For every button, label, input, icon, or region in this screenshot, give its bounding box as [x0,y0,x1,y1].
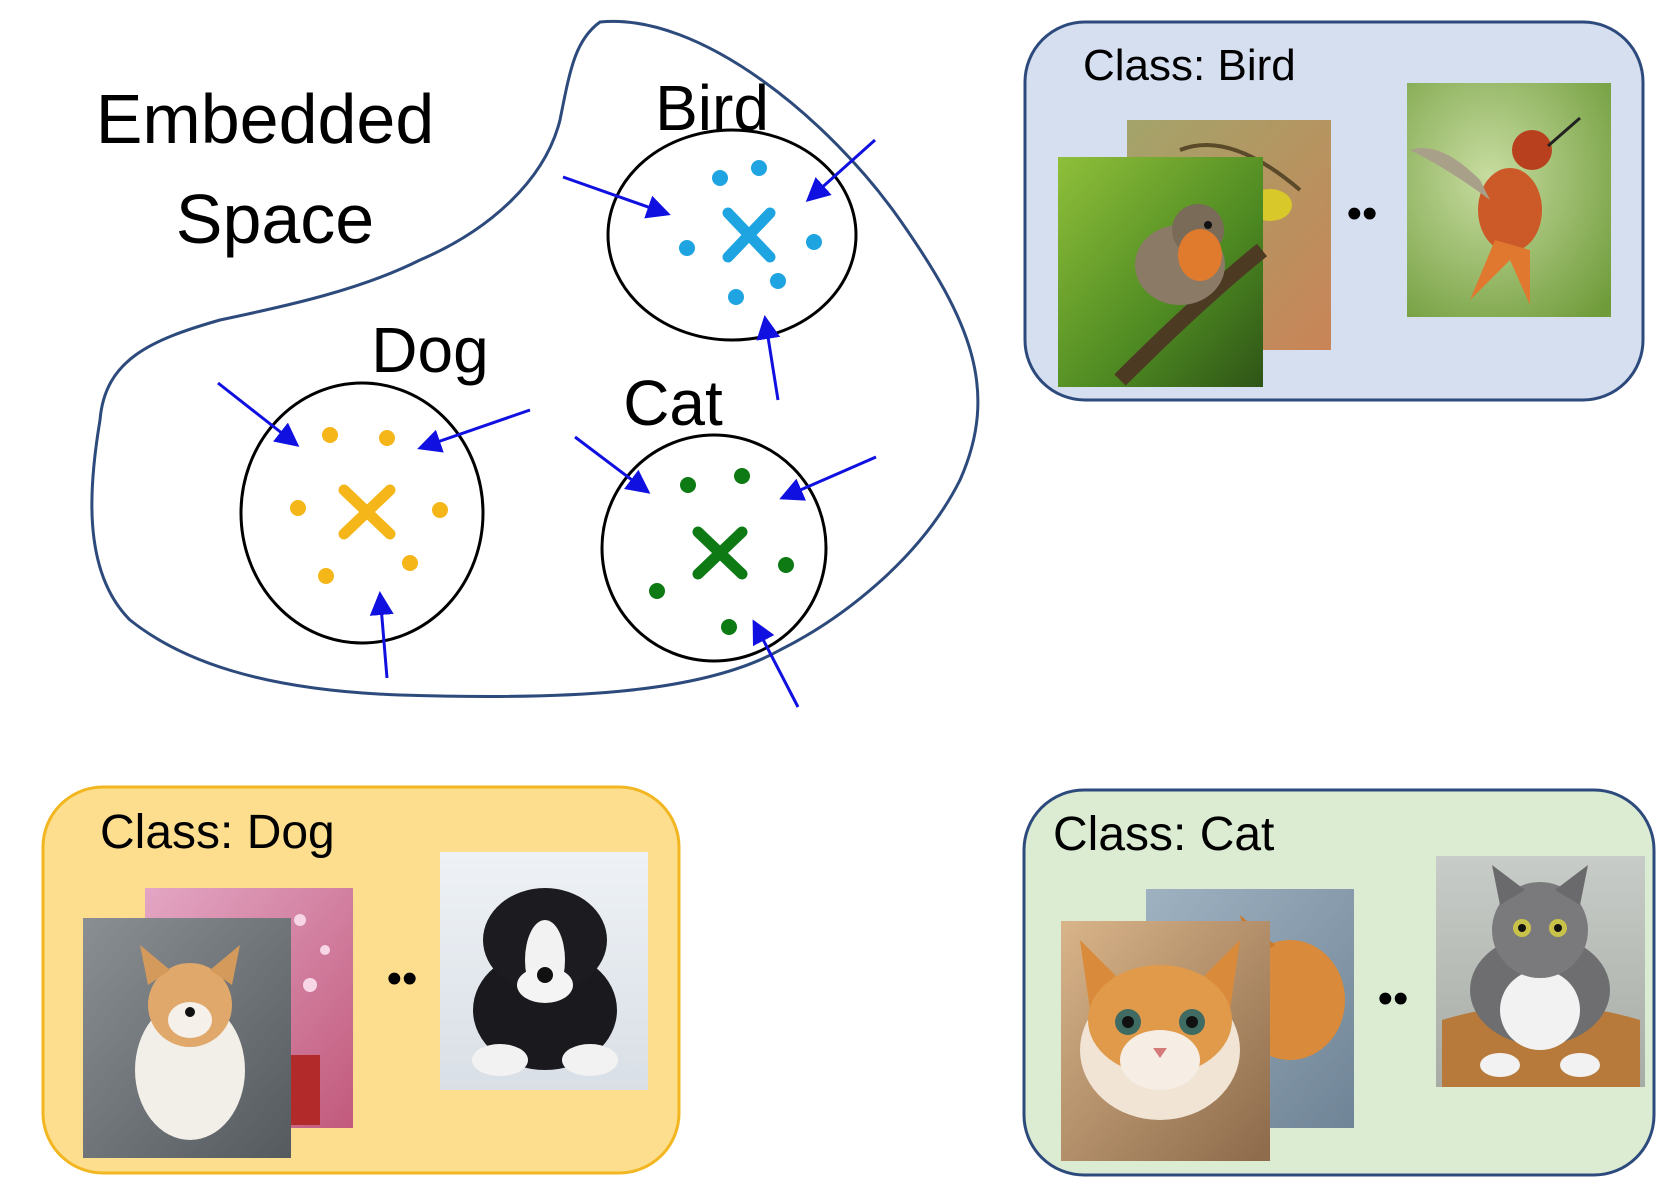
class-panel-dog-label: Class: Dog [100,806,335,859]
dog-point [379,430,395,446]
cat-cluster-label: Cat [623,367,723,439]
hummingbird-photo [1407,83,1611,317]
cat-point [734,468,750,484]
class-panel-cat: Class: Cat •• [1022,788,1656,1177]
cat-point [778,557,794,573]
class-panel-bird-label: Class: Bird [1083,41,1296,90]
bird-point [806,234,822,250]
arrow-icon [217,381,300,447]
bird-cluster-boundary [606,128,858,342]
kitten-photo [1061,921,1270,1161]
bird-cluster-points [679,160,822,305]
dog-centroid-x-icon [338,484,396,540]
arrow-icon [562,175,671,219]
embedded-space-title-line2: Space [176,180,374,258]
bird-ellipsis-icon: •• [1347,189,1378,238]
bird-point [679,240,695,256]
dog-cluster: Dog [239,314,489,645]
cat-cluster-boundary [600,433,828,663]
dog-point [318,568,334,584]
dog-point [432,502,448,518]
arrow-icon [574,435,651,494]
dog-point [290,500,306,516]
tabby-cat-basket-photo [1436,856,1645,1087]
corgi-photo [83,918,291,1158]
bird-point [770,273,786,289]
cat-ellipsis-icon: •• [1378,974,1409,1023]
bird-point [751,160,767,176]
class-panel-dog: Class: Dog •• [41,785,681,1175]
bird-cluster: Bird [606,72,858,342]
dog-cluster-boundary [239,381,485,645]
cat-point [649,583,665,599]
arrow-icon [756,315,781,401]
class-panel-cat-label: Class: Cat [1053,808,1274,861]
bird-centroid-x-icon [722,207,776,263]
arrow-icon [805,138,877,203]
embedded-space-title-line1: Embedded [96,80,435,158]
cat-centroid-x-icon [692,526,748,580]
dog-cluster-points [290,427,448,584]
cat-cluster: Cat [600,367,828,663]
bird-cluster-label: Bird [655,72,769,144]
bird-point [712,170,728,186]
dog-ellipsis-icon: •• [387,954,418,1003]
dog-point [322,427,338,443]
arrow-icon [369,591,394,679]
puppy-photo [440,852,648,1090]
robin-photo [1058,157,1268,387]
cat-cluster-points [649,468,794,635]
arrow-icon [752,619,800,708]
bird-point [728,289,744,305]
cat-point [721,619,737,635]
embedded-space-outline [90,19,980,699]
pull-arrows [217,138,877,708]
dog-cluster-label: Dog [371,314,488,386]
arrow-icon [779,455,877,501]
class-panel-bird: Class: Bird •• [1023,20,1645,402]
arrow-icon [417,408,531,453]
dog-point [402,555,418,571]
cat-point [680,477,696,493]
